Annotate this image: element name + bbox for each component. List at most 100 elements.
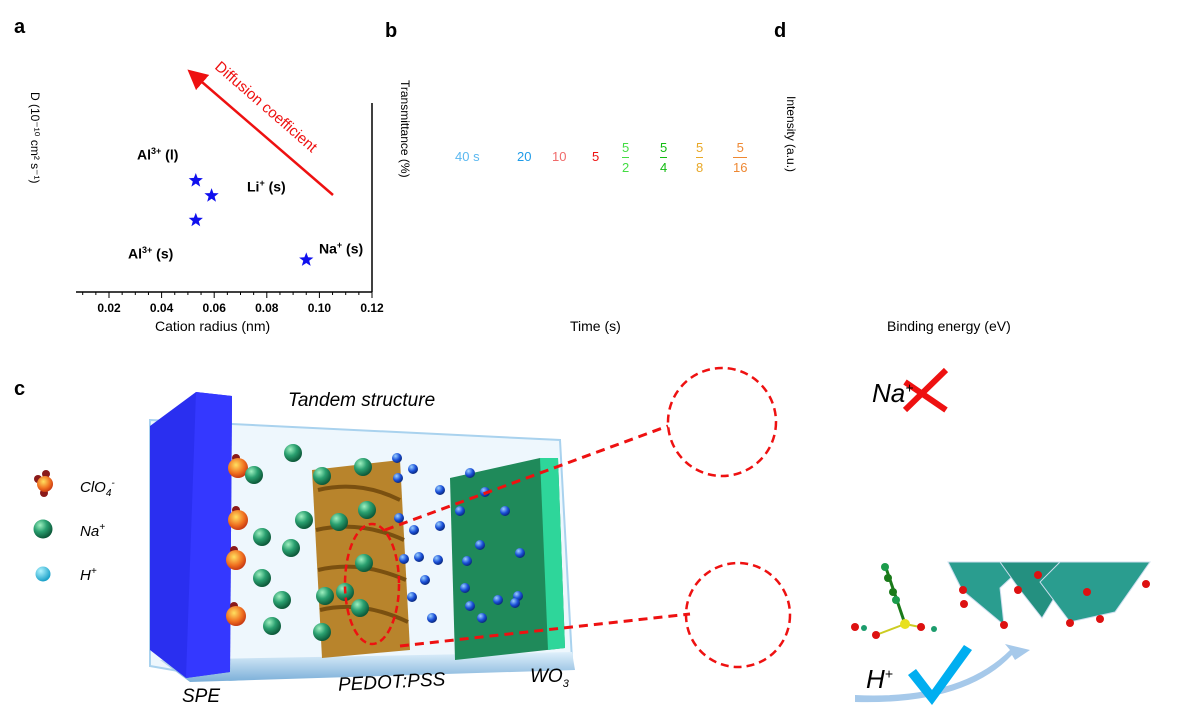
zoom-circle-bottom [684, 561, 792, 669]
panel-b-label: b [385, 20, 398, 42]
na-icon [33, 519, 53, 539]
fraction-denominator: 2 [622, 160, 630, 175]
tandem-structure-title: Tandem structure [288, 390, 436, 411]
h-ion [465, 468, 475, 478]
fraction-denominator: 16 [733, 160, 748, 175]
ion-symbol: Al [128, 245, 142, 262]
ion-phase: (s) [152, 245, 174, 262]
cross-icon [902, 367, 949, 413]
polymer-fibers [315, 484, 409, 624]
wo3-octahedra [947, 561, 1151, 629]
h-ion [465, 601, 475, 611]
h-ion [420, 575, 430, 585]
ion-charge: + [259, 178, 265, 188]
h-ion [475, 540, 485, 550]
ion-charge: + [336, 240, 343, 250]
time-label-5: 5 [592, 149, 600, 164]
h-ion [407, 592, 417, 602]
na-ion [282, 539, 300, 557]
ion-charge: 3+ [151, 146, 162, 156]
na-ion [313, 467, 331, 485]
fraction-numerator: 5 [660, 140, 668, 155]
fraction-bar [696, 157, 704, 158]
data-point-star [188, 173, 203, 187]
fraction-numerator: 5 [696, 140, 704, 155]
legend-clo4: ClO4- [80, 478, 115, 499]
h-ion [408, 464, 418, 474]
legend-icons [33, 470, 53, 582]
na-ion [284, 444, 302, 462]
fraction-numerator: 5 [622, 140, 630, 155]
point-label: Na+ (s) [319, 240, 363, 257]
na-ion [253, 528, 271, 546]
box-base [160, 652, 575, 682]
h-ion [500, 506, 510, 516]
x-tick-label: 0.12 [360, 301, 384, 315]
time-label-10: 10 [552, 149, 567, 164]
panel-c-label: c [14, 378, 26, 400]
panel-a-label: a [14, 16, 26, 38]
ion-phase: (s) [264, 178, 286, 195]
h-ion [393, 473, 403, 483]
ion-charge: 3+ [142, 245, 153, 255]
diffusion-arrow [187, 69, 334, 196]
point-label: Al3+ (l) [137, 146, 178, 163]
h-ion [462, 556, 472, 566]
h-ion [427, 613, 437, 623]
fraction-denominator: 4 [660, 160, 668, 175]
h-ion [460, 583, 470, 593]
na-ion [316, 587, 334, 605]
h-ion [455, 506, 465, 516]
time-label-20: 20 [517, 149, 532, 164]
clo4-ion [226, 606, 246, 626]
wo3-layer [450, 458, 565, 660]
ion-symbol: Li [247, 178, 260, 195]
panel-b-xlabel: Time (s) [570, 318, 621, 334]
fraction-denominator: 8 [696, 160, 704, 175]
h-ion [433, 555, 443, 565]
x-tick-label: 0.10 [308, 301, 332, 315]
na-ion [351, 599, 369, 617]
clo4-icon [34, 470, 53, 497]
leader-line-top [384, 424, 669, 532]
x-tick-label: 0.02 [97, 301, 121, 315]
wo3-label: WO3 [530, 666, 569, 690]
na-ion [295, 511, 313, 529]
x-tick-label: 0.06 [203, 301, 227, 315]
na-ion [313, 623, 331, 641]
panel-d-xlabel: Binding energy (eV) [887, 318, 1011, 334]
na-ion [273, 591, 291, 609]
fraction-bar [660, 157, 668, 158]
time-label-40: 40 s [455, 149, 480, 164]
na-ion [354, 458, 372, 476]
diffusion-annotation: Diffusion coefficient [211, 58, 321, 156]
h-ion [510, 598, 520, 608]
h-ion-label: H+ [866, 664, 893, 694]
ion-symbol: Al [137, 146, 151, 163]
h-ion [435, 485, 445, 495]
leader-line-bottom [399, 612, 691, 648]
na-ion-label: Na+ [872, 378, 914, 408]
fraction-numerator: 5 [736, 140, 744, 155]
panel-b-ylabel: Transmittance (%) [398, 80, 412, 178]
na-ion [253, 569, 271, 587]
h-ion [392, 453, 402, 463]
zoom-circle-top [666, 366, 778, 478]
data-point-star [299, 252, 314, 266]
x-tick-label: 0.08 [255, 301, 279, 315]
h-ion [493, 595, 503, 605]
h-ion [515, 548, 525, 558]
panel-a-xlabel: Cation radius (nm) [155, 318, 271, 334]
clo4-ion [226, 550, 246, 570]
h-ion [414, 552, 424, 562]
h-ion [399, 554, 409, 564]
spe-front [186, 392, 232, 678]
na-ion [358, 501, 376, 519]
check-icon [908, 645, 972, 705]
clo4-ion [228, 458, 248, 478]
molecule [851, 563, 937, 639]
